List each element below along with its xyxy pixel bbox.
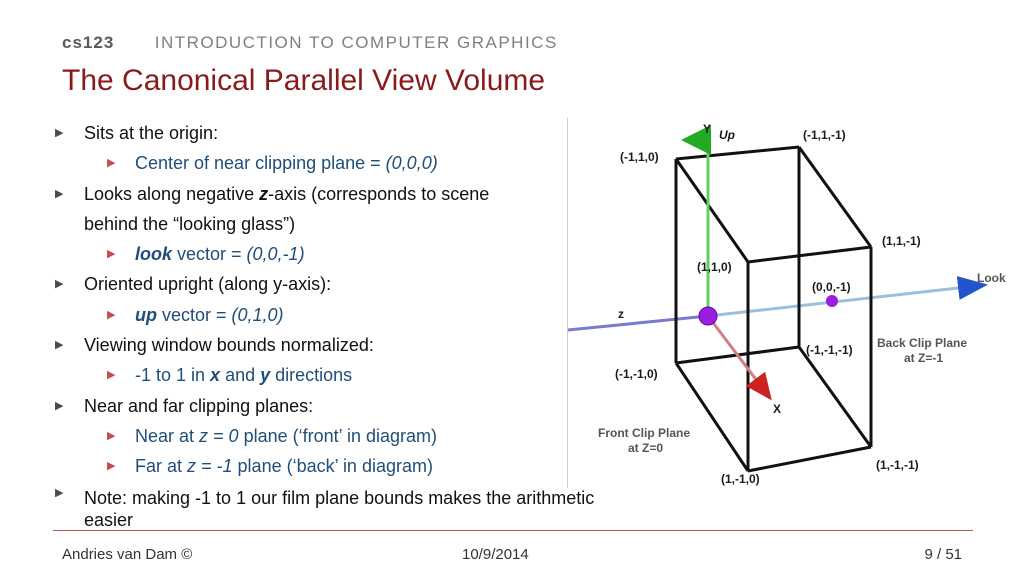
back-clip-label-line1: Back Clip Plane (877, 336, 967, 350)
bullet-marker-icon: ▶ (55, 278, 64, 291)
course-code: cs123 (62, 33, 115, 52)
column-divider (567, 118, 568, 488)
course-title: INTRODUCTION TO COMPUTER GRAPHICS (154, 33, 558, 52)
bullet-item: ▶ Looks along negative z-axis (correspond… (55, 179, 595, 209)
bullet-item: ▶ Sits at the origin: (55, 118, 595, 148)
bullet-item: ▶ Oriented upright (along y-axis): (55, 269, 595, 299)
back-clip-plane (675, 145, 873, 448)
bullet-text: Viewing window bounds normalized: (84, 335, 374, 356)
origin-point (698, 306, 718, 326)
bullet-text: plane (‘front’ in diagram) (238, 425, 437, 446)
z-axis-label: z (618, 307, 624, 321)
bullet-text: Near and far clipping planes: (84, 395, 314, 416)
bullet-text: x (210, 365, 221, 386)
bullet-marker-icon: ▶ (55, 127, 64, 139)
bullet-text: z = 0 (199, 425, 239, 446)
footer-rule (53, 530, 973, 531)
bullet-text: and (220, 365, 261, 386)
bullet-item: behind the “looking glass”) (55, 209, 595, 239)
bullet-text: (0,1,0) (231, 304, 284, 325)
view-volume-box (674, 158, 873, 473)
bullet-marker-icon: ▶ (55, 486, 64, 499)
bullet-marker-icon: ▶ (107, 460, 116, 473)
footer-date: 10/9/2014 (462, 546, 529, 563)
corner-label: (1,1,-1) (882, 234, 921, 248)
bullet-text: y (260, 365, 271, 386)
bullet-text: directions (270, 365, 353, 386)
corner-label: (-1,-1,0) (615, 367, 658, 381)
bullet-text: plane (‘back’ in diagram) (232, 456, 433, 477)
bullet-marker-icon: ▶ (55, 399, 64, 412)
sub-bullet-item: ▶ up vector = (0,1,0) (55, 300, 595, 330)
bullet-text: z = -1 (187, 456, 233, 477)
footer-page-number: 9 / 51 (924, 546, 962, 563)
bullet-text: Far at (135, 456, 188, 477)
corner-label: (1,-1,0) (721, 472, 760, 486)
front-clip-label-line1: Front Clip Plane (598, 426, 690, 440)
bullet-marker-icon: ▶ (107, 248, 116, 261)
bullet-marker-icon: ▶ (107, 429, 116, 442)
bullet-marker-icon: ▶ (107, 369, 116, 382)
bullet-text: Looks along negative (84, 183, 260, 204)
sub-bullet-item: ▶ Near at z = 0 plane (‘front’ in diagram… (55, 421, 595, 451)
back-clip-label-line2: at Z=-1 (904, 351, 943, 365)
look-label: Look (977, 271, 1006, 285)
corner-label: (0,0,-1) (812, 280, 851, 294)
bullet-text: behind the “looking glass”) (84, 213, 296, 234)
x-axis-line (706, 315, 772, 401)
bullet-text: Note: making -1 to 1 our film plane boun… (84, 487, 595, 530)
bullet-item: ▶ Note: making -1 to 1 our film plane bou… (55, 482, 595, 531)
bullet-text: Near at (135, 425, 200, 446)
front-clip-label-line2: at Z=0 (628, 441, 663, 455)
sub-bullet-item: ▶ Center of near clipping plane = (0,0,0) (55, 148, 595, 178)
slide-title: The Canonical Parallel View Volume (62, 64, 546, 97)
corner-label: (1,-1,-1) (876, 458, 919, 472)
sub-bullet-item: ▶ -1 to 1 in x and y directions (55, 360, 595, 390)
corner-label: (-1,-1,-1) (806, 343, 853, 357)
bullet-text: z (259, 183, 269, 204)
corner-label: (-1,1,0) (620, 150, 659, 164)
back-center-point (826, 295, 838, 307)
z-axis-line (567, 314, 709, 332)
bullet-list: ▶ Sits at the origin: ▶ Center of near clip… (55, 118, 595, 531)
bullet-marker-icon: ▶ (55, 339, 64, 352)
slide-header: cs123 INTRODUCTION TO COMPUTER GRAPHICS (62, 33, 558, 53)
bullet-text: look (135, 244, 173, 265)
up-label: Up (719, 128, 735, 142)
sub-bullet-item: ▶ look vector = (0,0,-1) (55, 239, 595, 269)
bullet-text: -1 to 1 in (135, 365, 211, 386)
bullet-item: ▶ Viewing window bounds normalized: (55, 330, 595, 360)
bullet-text: (0,0,-1) (246, 244, 305, 265)
sub-bullet-item: ▶ Far at z = -1 plane (‘back’ in diagram) (55, 451, 595, 481)
bullet-text: vector = (172, 244, 247, 265)
bullet-marker-icon: ▶ (55, 187, 64, 200)
bullet-text: (0,0,0) (385, 153, 438, 174)
bullet-text: vector = (157, 304, 232, 325)
bullet-marker-icon: ▶ (107, 157, 116, 170)
bullet-text: -axis (corresponds to scene (268, 183, 490, 204)
look-axis-line (707, 276, 988, 318)
bullet-text: Oriented upright (along y-axis): (84, 274, 332, 295)
bullet-text: Center of near clipping plane = (135, 153, 386, 174)
bullet-text: Sits at the origin: (84, 123, 219, 143)
y-axis-label: Y (703, 122, 711, 136)
bullet-item: ▶ Near and far clipping planes: (55, 391, 595, 421)
corner-label: (1,1,0) (697, 260, 732, 274)
corner-label: (-1,1,-1) (803, 128, 846, 142)
footer-author: Andries van Dam © (62, 546, 193, 563)
bullet-text: up (135, 304, 157, 325)
bullet-marker-icon: ▶ (107, 308, 116, 321)
x-axis-label: X (773, 402, 781, 416)
